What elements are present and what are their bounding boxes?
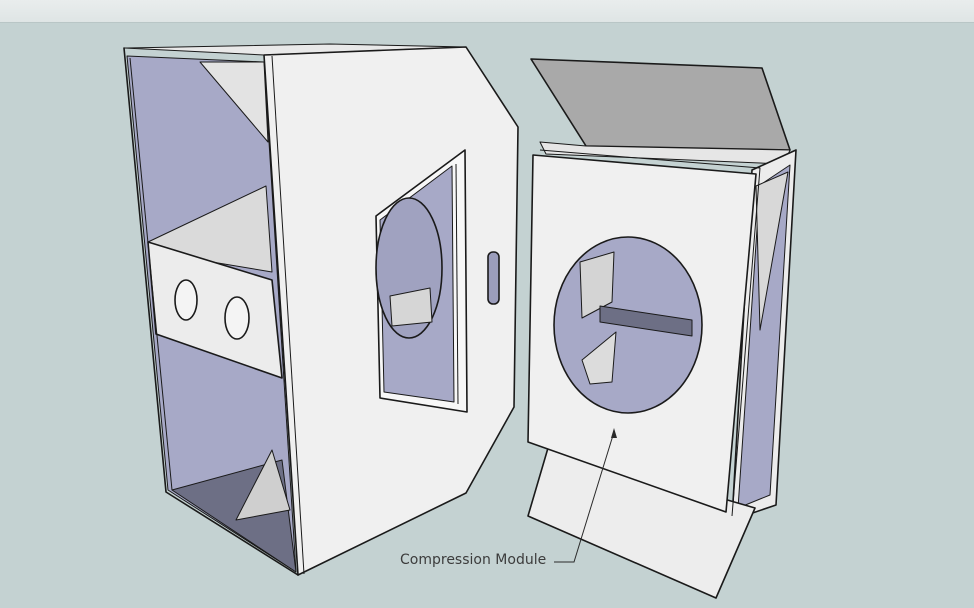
middle-port-baffle — [147, 241, 283, 379]
window-divider — [455, 163, 459, 405]
compression-module-label: Compression Module — [400, 552, 547, 568]
port-2 — [224, 296, 250, 340]
compression-module-callout — [554, 428, 617, 563]
front-face-top-edge — [539, 149, 761, 517]
port-1 — [174, 279, 198, 321]
right-cabinet-side-cavity — [737, 164, 791, 509]
right-cabinet — [527, 58, 797, 599]
viewport-top-bar — [0, 0, 974, 23]
right-cabinet-top-flap — [530, 58, 791, 151]
left-inner-edge — [129, 57, 173, 491]
left-driver-inner-face — [389, 287, 433, 327]
compression-driver-lower-wall — [581, 331, 617, 385]
compression-driver-dark-band — [599, 305, 693, 337]
lower-horn-panel — [235, 449, 291, 521]
right-side-horn-panel — [755, 171, 789, 331]
upper-horn-panel — [199, 61, 269, 143]
callout-leader — [554, 431, 615, 563]
left-cabinet — [123, 43, 519, 576]
compression-driver-inner-wall — [579, 251, 615, 319]
front-face-edge — [271, 55, 305, 575]
callout-arrowhead — [611, 428, 617, 438]
left-frame-edge — [123, 47, 299, 576]
handle-slot — [487, 251, 500, 305]
